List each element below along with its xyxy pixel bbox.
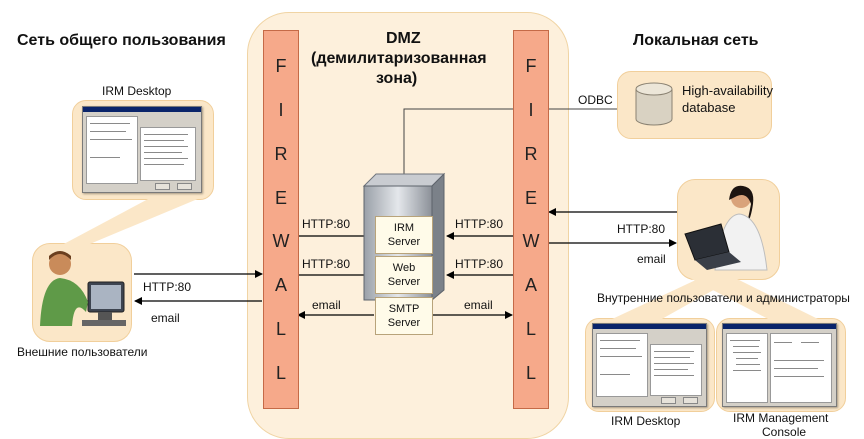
firewall-letter: L — [275, 319, 286, 340]
firewall-letter: F — [525, 55, 537, 76]
firewall-letter: L — [275, 363, 286, 383]
firewall-letter: L — [525, 319, 536, 340]
internal-user-icon — [684, 185, 768, 271]
local-irm-http-label: HTTP:80 — [455, 217, 504, 231]
firewall-letter: A — [274, 275, 287, 296]
database-label-line1: High-availability — [682, 83, 774, 98]
irm-server-label-line2: Server — [387, 236, 421, 248]
local-network-header: Локальная сеть — [633, 32, 759, 49]
dmz-header-line3: зона) — [376, 70, 418, 87]
irm-console-caption-line1: IRM Management — [733, 411, 829, 425]
web-server-label-line1: Web — [392, 262, 416, 274]
database-label-line2: database — [682, 100, 736, 115]
irm-console-caption-line2: Console — [762, 425, 807, 439]
internal-users-caption: Внутренние пользователи и администраторы — [597, 291, 850, 305]
local-web-http-label: HTTP:80 — [455, 257, 504, 271]
irm-console-window — [722, 323, 837, 407]
firewall-letter: I — [528, 99, 534, 120]
irm-desktop-bottom-caption: IRM Desktop — [611, 414, 681, 428]
dmz-header-line1: DMZ — [386, 30, 421, 47]
dmz-irm-http-label: HTTP:80 — [302, 217, 351, 231]
firewall-letter: F — [275, 55, 287, 76]
dmz-header-line2: (демилитаризованная — [311, 50, 487, 67]
firewall-left: F I R E W A L L — [263, 30, 299, 409]
firewall-letter: W — [522, 231, 540, 252]
external-email-label: email — [151, 311, 180, 325]
internal-email-label: email — [637, 252, 666, 266]
irm-desktop-window-bottom — [592, 323, 707, 407]
firewall-letter: I — [278, 99, 284, 120]
public-network-header: Сеть общего пользования — [17, 32, 226, 49]
odbc-label: ODBC — [578, 93, 613, 107]
external-users-caption: Внешние пользователи — [17, 345, 148, 359]
irm-server: IRM Server — [375, 216, 433, 254]
irm-desktop-top-caption: IRM Desktop — [102, 84, 172, 98]
smtp-server: SMTP Server — [375, 297, 433, 335]
external-http-label: HTTP:80 — [143, 280, 192, 294]
dmz-email-label: email — [312, 298, 341, 312]
firewall-letter: E — [274, 187, 287, 208]
firewall-letter: L — [525, 363, 536, 383]
firewall-letter: R — [524, 143, 538, 164]
irm-desktop-window-top — [82, 106, 202, 193]
database-icon — [635, 82, 673, 126]
local-email-label: email — [464, 298, 493, 312]
firewall-letter: R — [274, 143, 288, 164]
dmz-web-http-label: HTTP:80 — [302, 257, 351, 271]
firewall-letter: E — [524, 187, 537, 208]
firewall-letter: W — [272, 231, 290, 252]
firewall-letter: A — [524, 275, 537, 296]
internal-http-label: HTTP:80 — [617, 222, 666, 236]
irm-server-label-line1: IRM — [393, 222, 415, 234]
web-server: Web Server — [375, 256, 433, 294]
smtp-server-label-line2: Server — [387, 317, 421, 329]
smtp-server-label-line1: SMTP — [388, 303, 420, 315]
web-server-label-line2: Server — [387, 276, 421, 288]
external-user-icon — [40, 251, 126, 326]
firewall-right: F I R E W A L L — [513, 30, 549, 409]
